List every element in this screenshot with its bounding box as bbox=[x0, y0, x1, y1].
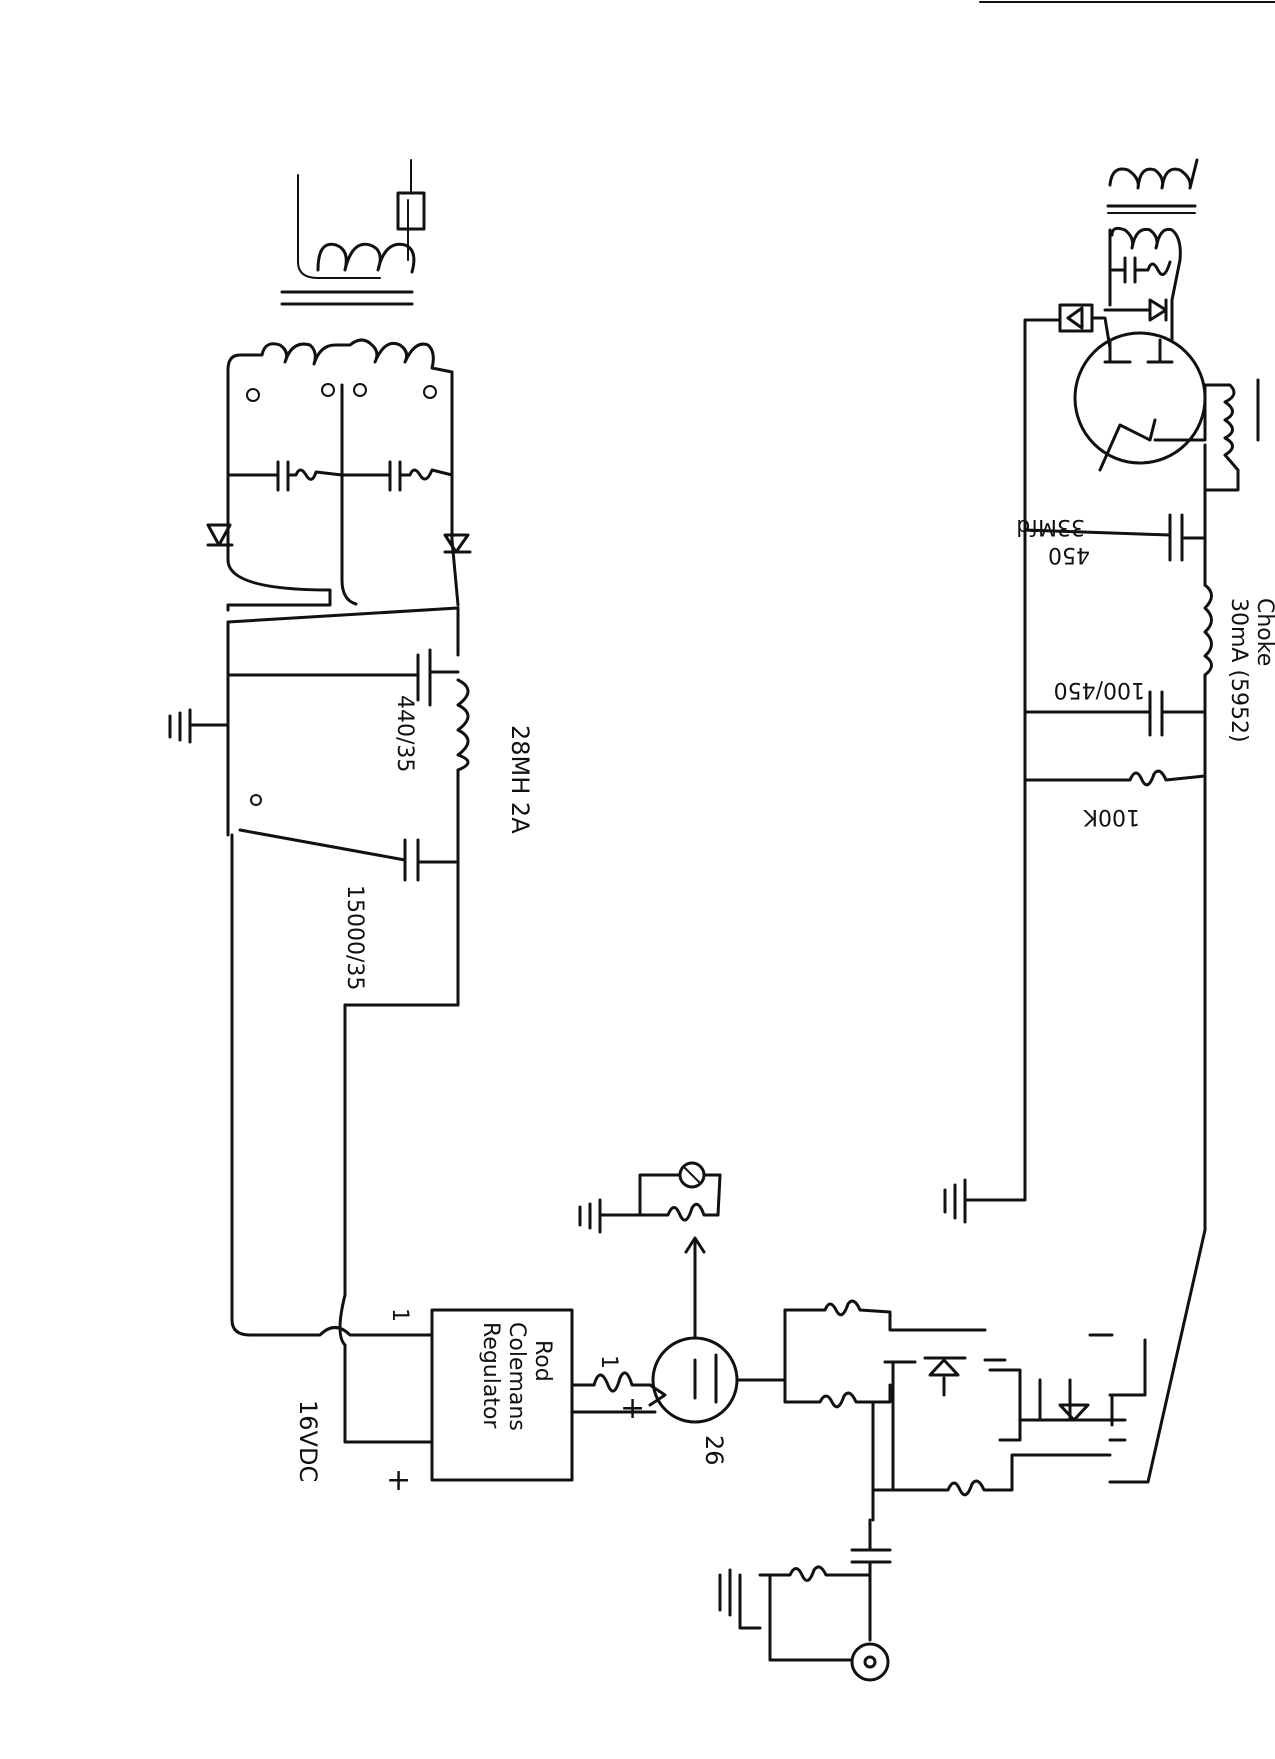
res-100k-label: 100K bbox=[1083, 804, 1140, 829]
regulator-label-2: Colemans bbox=[504, 1322, 529, 1431]
hv-filter bbox=[943, 318, 1213, 1484]
arrow-up-icon bbox=[928, 1358, 960, 1377]
cap-33mfd-label: 33Mfd bbox=[1016, 514, 1085, 539]
choke-value: 30mA (5952) bbox=[1226, 598, 1251, 743]
diode-icon bbox=[206, 523, 232, 547]
arrow-down-icon bbox=[1058, 1403, 1090, 1422]
plus-supply: + bbox=[386, 1463, 411, 1498]
cap-100-label: 100/450 bbox=[1054, 677, 1145, 702]
center-tapped-winding bbox=[226, 338, 460, 612]
snubber-cap-resistor-left bbox=[226, 460, 454, 492]
choke-label: Choke bbox=[1252, 598, 1275, 666]
cap-33mfd-voltage: 450 bbox=[1048, 542, 1090, 567]
tag-1-left: 1 bbox=[387, 1308, 412, 1322]
regulator-block: Rod Colemans Regulator bbox=[430, 1308, 574, 1482]
filter-section bbox=[168, 606, 470, 1297]
cap-15000-label: 15000/35 bbox=[342, 885, 367, 990]
rectifier-tube-icon bbox=[1073, 331, 1207, 465]
diode-icon bbox=[443, 533, 470, 554]
regulator-label-1: Rod bbox=[530, 1340, 555, 1382]
tube-26 bbox=[570, 1161, 787, 1424]
regulator-label-3: Regulator bbox=[478, 1322, 503, 1429]
plus-regulator: + bbox=[620, 1391, 645, 1426]
supply-bus-left bbox=[230, 833, 434, 1444]
diode-icon bbox=[1148, 298, 1168, 322]
supply-16vdc: 16VDC bbox=[294, 1400, 322, 1482]
tag-1-right: 1 bbox=[596, 1355, 621, 1369]
inductor-label: 28MH 2A bbox=[506, 725, 534, 834]
left-transformer bbox=[280, 159, 426, 306]
output-network bbox=[718, 1299, 1147, 1682]
output-jack-icon bbox=[850, 1642, 890, 1682]
right-transformer bbox=[1058, 158, 1260, 492]
rectifier-block-icon bbox=[1058, 303, 1094, 333]
cap-440-label: 440/35 bbox=[392, 695, 417, 772]
fuse-icon bbox=[396, 191, 426, 231]
rectifier-diodes bbox=[206, 523, 472, 554]
tube-26-label: 26 bbox=[700, 1435, 728, 1466]
